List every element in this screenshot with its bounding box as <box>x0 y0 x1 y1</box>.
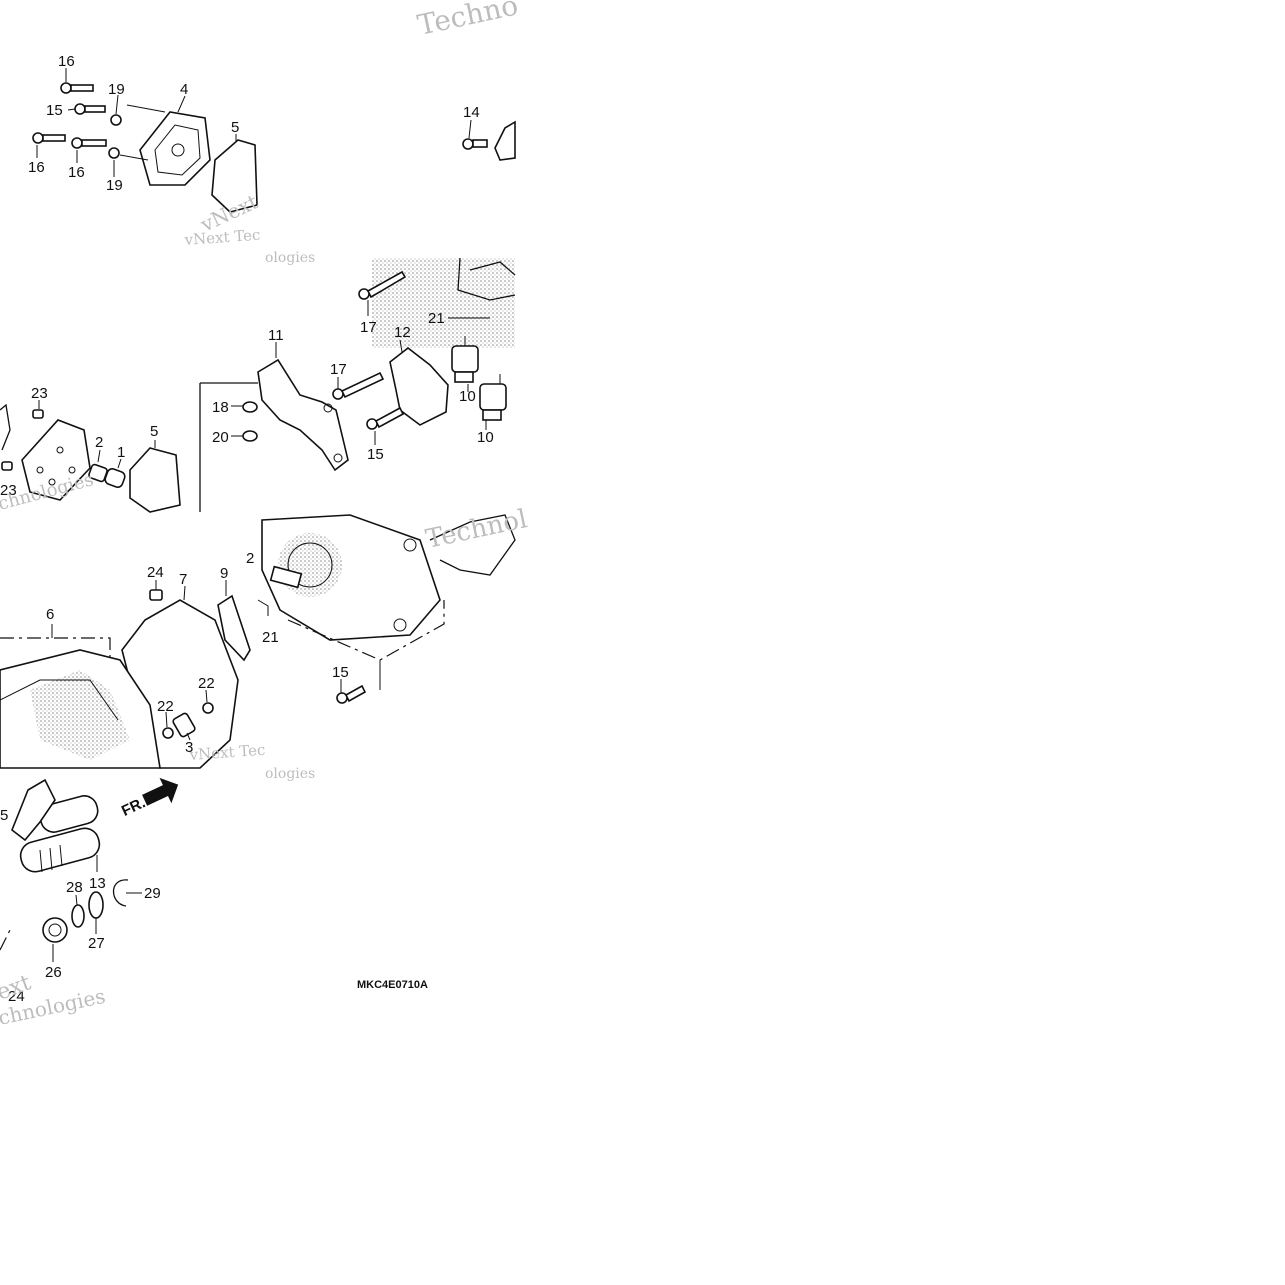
callout-26: 26 <box>45 964 62 981</box>
engine-shading <box>372 258 515 348</box>
callout-20: 20 <box>212 429 229 446</box>
bolt-16-mid <box>71 137 107 149</box>
tile-bottom-left: 24 7 9 6 22 22 3 vNext Tec <box>0 564 266 769</box>
callout-24: 24 <box>147 564 164 581</box>
callout-15: 15 <box>46 102 63 119</box>
callout-16: 16 <box>68 164 85 181</box>
washer-19-bottom <box>108 147 120 159</box>
bracket-12 <box>389 346 449 426</box>
watermark-text: ologies <box>265 766 315 782</box>
o-ring-1 <box>104 468 126 488</box>
callout-23: 23 <box>31 385 48 402</box>
callout-15: 15 <box>332 664 349 681</box>
callout-15: 15 <box>367 446 384 463</box>
tile-left-middle: 23 23 2 1 5 18 20 chnologies <box>0 382 258 515</box>
o-ring-27 <box>88 891 104 919</box>
callout-21: 21 <box>428 310 445 327</box>
watermark-text: vNext Tec <box>188 741 266 764</box>
callout-19: 19 <box>106 177 123 194</box>
bolt-15 <box>74 103 106 115</box>
callout-9: 9 <box>220 565 228 582</box>
watermark-text: Technol <box>423 504 530 555</box>
watermark-text: Techno <box>415 0 521 42</box>
callout-16: 16 <box>28 159 45 176</box>
sensor-bracket <box>269 565 303 589</box>
valve-plate <box>21 419 91 501</box>
tile-top-right: Techno 14 ologies <box>265 0 521 266</box>
bolt-15-center <box>366 406 405 430</box>
bolt-16-top <box>60 82 94 94</box>
callout-13: 13 <box>89 875 106 892</box>
pressure-switch-10 <box>479 374 507 421</box>
callout-12: 12 <box>394 324 411 341</box>
shift-solenoid-13 <box>11 778 101 873</box>
pressure-switch-10 <box>451 336 479 383</box>
cover-shading <box>30 670 130 760</box>
callout-10: 10 <box>459 388 476 405</box>
callout-4: 4 <box>180 81 188 98</box>
front-direction-arrow: FR. <box>119 777 179 820</box>
callout-18: 18 <box>212 399 229 416</box>
tile-top-left: 16 19 4 15 5 16 16 19 vNext Tec vNext <box>28 53 261 249</box>
callout-19: 19 <box>108 81 125 98</box>
collar-3 <box>172 712 196 738</box>
callout-23: 23 <box>0 482 17 499</box>
tile-bottom-center: 21 2 15 Technol ologies <box>246 504 530 782</box>
bracket-9 <box>217 594 251 662</box>
callout-3: 3 <box>185 739 193 756</box>
washer-20 <box>242 430 258 442</box>
bracket-part <box>494 120 516 161</box>
o-ring-22 <box>162 727 174 739</box>
watermark-text: ologies <box>265 250 315 266</box>
washer-18 <box>242 401 258 413</box>
callout-27: 27 <box>88 935 105 952</box>
watermark-text: vNext Tec <box>183 226 261 249</box>
callout-14: 14 <box>463 104 480 121</box>
bolt-15-bottom <box>336 684 367 704</box>
callout-17: 17 <box>360 319 377 336</box>
callout-2: 2 <box>95 434 103 451</box>
bracket-11 <box>257 358 349 472</box>
callout-2: 2 <box>246 550 254 567</box>
bolt-14 <box>462 138 488 150</box>
callout-29: 29 <box>144 885 161 902</box>
callout-24: 24 <box>8 988 25 1005</box>
callout-1: 1 <box>117 444 125 461</box>
o-ring-22 <box>202 702 214 714</box>
gasket-5 <box>211 139 258 213</box>
callout-6: 6 <box>46 606 54 623</box>
callout-10: 10 <box>477 429 494 446</box>
diagram-code: MKC4E0710A <box>357 979 428 991</box>
gasket-5-middle <box>129 447 181 513</box>
circlip-29 <box>112 879 129 907</box>
callout-22: 22 <box>157 698 174 715</box>
callout-7: 7 <box>179 571 187 588</box>
washer-19-top <box>110 114 122 126</box>
callout-22: 22 <box>198 675 215 692</box>
callout-21: 21 <box>262 629 279 646</box>
bolt-16-left <box>32 132 66 144</box>
dowel-23 <box>32 409 44 419</box>
bolt-17-top <box>358 270 407 300</box>
tile-center: 17 11 12 17 15 <box>257 257 516 472</box>
plug-26 <box>42 917 68 943</box>
callout-5: 5 <box>231 119 239 136</box>
callout-28: 28 <box>66 879 83 896</box>
tile-solenoids: 5 13 FR. 28 29 27 26 <box>0 777 179 1030</box>
callout-17: 17 <box>330 361 347 378</box>
callout-16: 16 <box>58 53 75 70</box>
callout-5: 5 <box>150 423 158 440</box>
dowel-23 <box>1 461 13 471</box>
dowel-24 <box>149 589 163 601</box>
callout-11: 11 <box>268 327 284 344</box>
o-ring-28 <box>71 904 85 928</box>
callout-5: 5 <box>0 807 8 824</box>
